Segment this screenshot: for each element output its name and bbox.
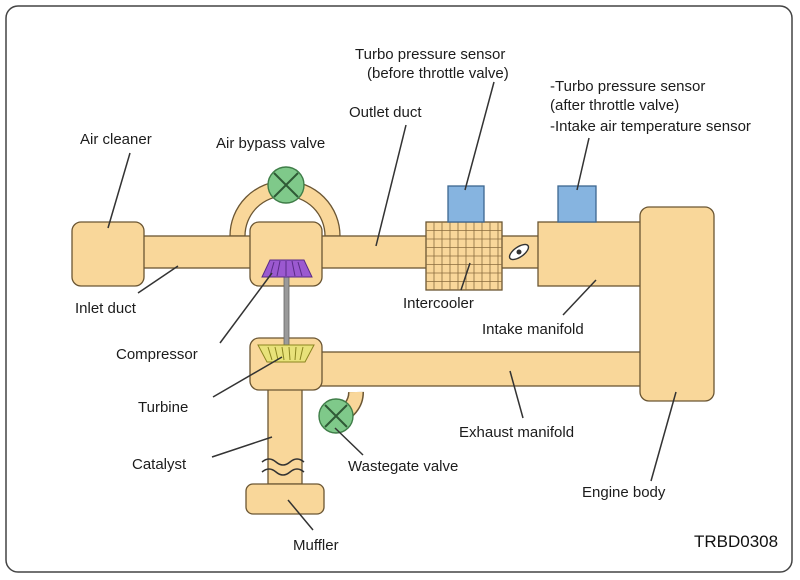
turbo-sensor-after-throttle bbox=[557, 185, 597, 223]
label-intake-manifold: Intake manifold bbox=[482, 321, 584, 338]
wastegate-valve-icon bbox=[318, 398, 354, 434]
label-turbo-sensor-after-line2: (after throttle valve) bbox=[550, 97, 679, 114]
label-engine-body: Engine body bbox=[582, 484, 666, 501]
intake-manifold-box bbox=[537, 221, 643, 287]
label-air-cleaner: Air cleaner bbox=[80, 131, 152, 148]
catalyst-pipe bbox=[267, 387, 303, 485]
figure-code: TRBD0308 bbox=[694, 532, 778, 551]
turbine-wheel-icon bbox=[257, 344, 315, 363]
label-intake-temp-sensor: -Intake air temperature sensor bbox=[550, 118, 751, 135]
throttle-valve-icon bbox=[508, 243, 530, 261]
outlet-duct bbox=[317, 235, 431, 269]
label-compressor: Compressor bbox=[116, 346, 198, 363]
label-muffler: Muffler bbox=[293, 537, 339, 554]
label-inlet-duct: Inlet duct bbox=[75, 300, 137, 317]
turbo-shaft bbox=[283, 269, 290, 349]
air-bypass-valve-icon bbox=[267, 166, 305, 204]
pipe-break-mark-top bbox=[261, 458, 305, 466]
label-wastegate-valve: Wastegate valve bbox=[348, 458, 458, 475]
engine-body-box bbox=[639, 206, 715, 402]
inlet-duct bbox=[139, 235, 253, 269]
label-turbo-sensor-before-line2: (before throttle valve) bbox=[367, 65, 509, 82]
label-turbo-sensor-after-line1: -Turbo pressure sensor bbox=[550, 78, 705, 95]
label-catalyst: Catalyst bbox=[132, 456, 187, 473]
label-outlet-duct: Outlet duct bbox=[349, 104, 422, 121]
frame-border bbox=[5, 5, 793, 573]
intercooler-core bbox=[425, 221, 503, 291]
muffler-box bbox=[245, 483, 325, 515]
pipe-break-mark-bottom bbox=[261, 468, 305, 476]
label-intercooler: Intercooler bbox=[403, 295, 474, 312]
label-turbo-sensor-before-line1: Turbo pressure sensor bbox=[355, 46, 505, 63]
leader-lines bbox=[107, 81, 677, 531]
compressor-wheel-icon bbox=[261, 259, 313, 278]
air-cleaner-box bbox=[71, 221, 145, 287]
turbo-sensor-before-throttle bbox=[447, 185, 485, 223]
label-exhaust-manifold: Exhaust manifold bbox=[459, 424, 574, 441]
label-turbine: Turbine bbox=[138, 399, 188, 416]
label-air-bypass-valve: Air bypass valve bbox=[216, 135, 325, 152]
exhaust-manifold-pipe bbox=[317, 351, 649, 387]
